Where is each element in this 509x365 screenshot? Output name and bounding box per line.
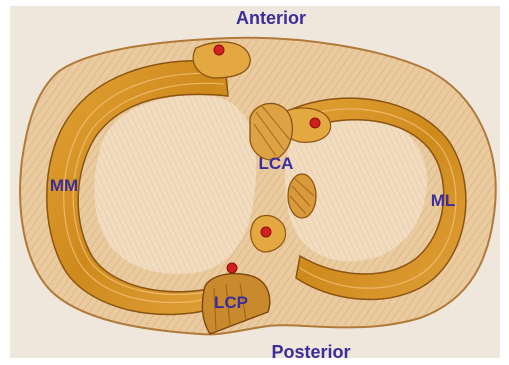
label-anterior-cruciate: LCA: [259, 154, 294, 173]
label-medial-meniscus: MM: [50, 176, 78, 195]
marker-lateral-anterior-horn: [310, 118, 320, 128]
label-posterior: Posterior: [271, 342, 350, 362]
marker-medial-anterior-horn: [214, 45, 224, 55]
medial-articular-surface: [94, 95, 256, 273]
marker-lateral-posterior-horn: [261, 227, 271, 237]
marker-medial-posterior-horn: [227, 263, 237, 273]
label-lateral-meniscus: ML: [431, 191, 456, 210]
acl-stump: [288, 174, 316, 218]
label-anterior: Anterior: [236, 8, 306, 28]
label-posterior-cruciate: LCP: [214, 293, 248, 312]
